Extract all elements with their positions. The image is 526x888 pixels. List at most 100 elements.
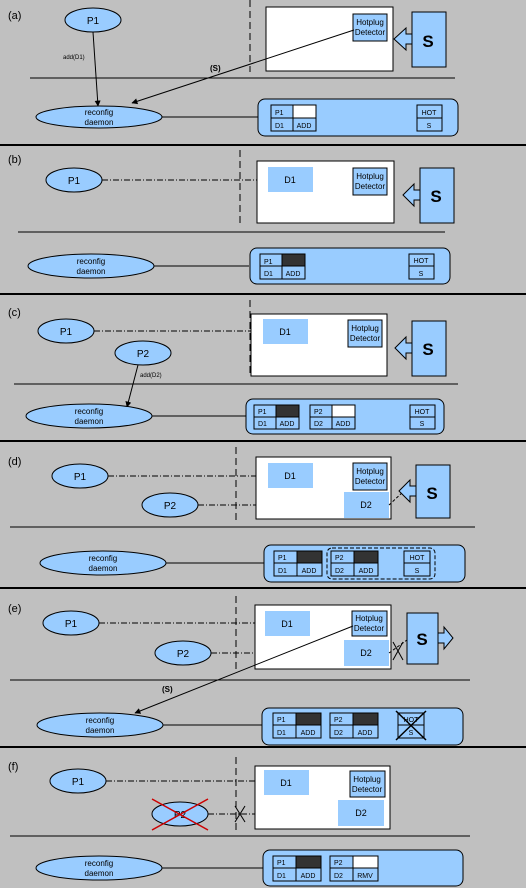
device-s bbox=[406, 612, 439, 665]
entry-p2-state-cell bbox=[353, 550, 379, 564]
hotplug-detector bbox=[347, 319, 383, 348]
device-d1 bbox=[263, 319, 308, 344]
device-d1 bbox=[268, 463, 313, 488]
d2-device-link bbox=[388, 639, 408, 654]
signal-arrow bbox=[131, 29, 355, 105]
daemon-label-1: reconfig bbox=[86, 716, 114, 725]
daemon-label-1: reconfig bbox=[89, 554, 117, 563]
add-call-arrow bbox=[92, 31, 101, 107]
hot-entry-cross bbox=[395, 710, 427, 741]
device-d2-label: D2 bbox=[360, 500, 372, 510]
hot-device: S bbox=[420, 421, 425, 428]
process-p2-label: P2 bbox=[164, 501, 177, 512]
detector-label-1: Hotplug bbox=[356, 172, 384, 181]
device-s-label: S bbox=[422, 32, 433, 51]
hot-device: S bbox=[427, 123, 432, 130]
process-p1-label: P1 bbox=[72, 777, 85, 788]
device-d1-label: D1 bbox=[280, 778, 292, 788]
hot-label: HOT bbox=[414, 258, 430, 265]
hot-label: HOT bbox=[404, 717, 420, 724]
panel-d: (d) P1 P2 reconfig daemon D1 D2 Hotplug … bbox=[8, 447, 475, 583]
device-s-label: S bbox=[416, 630, 427, 649]
hot-device: S bbox=[409, 730, 414, 737]
process-p2-label: P2 bbox=[174, 810, 187, 821]
entry-p2-name: P2 bbox=[334, 717, 343, 724]
device-d1-label: D1 bbox=[279, 327, 291, 337]
entry-p1-name: P1 bbox=[275, 110, 284, 117]
link-broken-mark bbox=[234, 805, 246, 823]
entry-p1-name: P1 bbox=[277, 860, 286, 867]
device-d2 bbox=[344, 492, 389, 518]
device-d1 bbox=[265, 611, 310, 636]
device-d2 bbox=[338, 800, 384, 826]
device-d1-label: D1 bbox=[281, 619, 293, 629]
entry-p1-state-cell bbox=[281, 253, 306, 267]
panel-c-tag: (c) bbox=[8, 307, 21, 319]
hotplug-detector bbox=[352, 13, 388, 42]
entry-p1-state-cell bbox=[295, 712, 322, 726]
entry-p1-state-cell bbox=[292, 104, 317, 119]
device-s bbox=[419, 167, 455, 224]
daemon-label-2: daemon bbox=[89, 564, 118, 573]
process-p2 bbox=[114, 340, 172, 366]
add-call-label: add(D1) bbox=[63, 55, 85, 61]
daemon-label-1: reconfig bbox=[75, 407, 103, 416]
detector-label-2: Detector bbox=[354, 624, 385, 633]
device-d2-label: D2 bbox=[360, 648, 372, 658]
detector-label-2: Detector bbox=[350, 334, 381, 343]
process-p2-label: P2 bbox=[177, 649, 190, 660]
signal-arrow bbox=[134, 625, 354, 714]
daemon-label-2: daemon bbox=[75, 417, 104, 426]
entry-p2-device: D2 bbox=[335, 568, 344, 575]
add-call-label: add(D2) bbox=[140, 373, 162, 379]
entry-p1-op: ADD bbox=[297, 123, 312, 130]
link-broken-mark bbox=[392, 641, 404, 661]
hot-label: HOT bbox=[422, 110, 438, 117]
entry-p1-op: ADD bbox=[301, 730, 316, 737]
entry-p1-state-cell bbox=[275, 404, 300, 418]
hot-label: HOT bbox=[415, 409, 431, 416]
entry-p2-state-cell bbox=[352, 855, 379, 869]
panel-d-tag: (d) bbox=[8, 456, 21, 468]
entry-p2-name: P2 bbox=[334, 860, 343, 867]
entry-p1-op: ADD bbox=[286, 271, 301, 278]
device-arrow-in bbox=[393, 26, 413, 52]
device-d1-label: D1 bbox=[284, 471, 296, 481]
device-d2-label: D2 bbox=[355, 808, 367, 818]
device-d1 bbox=[264, 770, 309, 795]
panel-b-tag: (b) bbox=[8, 154, 21, 166]
detector-label-2: Detector bbox=[355, 182, 386, 191]
hotplug-detector bbox=[352, 167, 388, 196]
entry-p1-name: P1 bbox=[264, 259, 273, 266]
entry-p1-name: P1 bbox=[258, 409, 267, 416]
daemon-label-2: daemon bbox=[85, 869, 114, 878]
entry-p2-device: D2 bbox=[334, 730, 343, 737]
entry-p1-op: ADD bbox=[302, 568, 317, 575]
process-p2-cross bbox=[151, 798, 209, 831]
entry-p1-name: P1 bbox=[277, 717, 286, 724]
panel-b: (b) P1 reconfig daemon D1 Hotplug Detect… bbox=[8, 150, 455, 285]
daemon-label-2: daemon bbox=[85, 118, 114, 127]
panel-a: (a) P1 add(D1) reconfig daemon Hotplug D… bbox=[8, 0, 459, 137]
entry-p1-device: D1 bbox=[258, 421, 267, 428]
detector-label-1: Hotplug bbox=[353, 775, 381, 784]
detector-label-1: Hotplug bbox=[355, 614, 383, 623]
hotplug-detector bbox=[349, 770, 386, 798]
device-arrow-in bbox=[398, 478, 417, 504]
entry-p1-device: D1 bbox=[277, 730, 286, 737]
device-d1-label: D1 bbox=[284, 175, 296, 185]
detector-label-2: Detector bbox=[355, 28, 386, 37]
entry-p1-op: ADD bbox=[301, 873, 316, 880]
entry-p1-device: D1 bbox=[264, 271, 273, 278]
detector-label-2: Detector bbox=[352, 785, 383, 794]
add-call-arrow bbox=[125, 364, 139, 408]
entry-p1-device: D1 bbox=[275, 123, 284, 130]
device-arrow-in bbox=[394, 335, 413, 361]
entry-p1-state-cell bbox=[296, 550, 323, 564]
device-arrow-in bbox=[402, 182, 421, 208]
hot-device: S bbox=[415, 568, 420, 575]
signal-label: (S) bbox=[210, 64, 221, 73]
device-s-label: S bbox=[430, 187, 441, 206]
device-s-label: S bbox=[422, 340, 433, 359]
